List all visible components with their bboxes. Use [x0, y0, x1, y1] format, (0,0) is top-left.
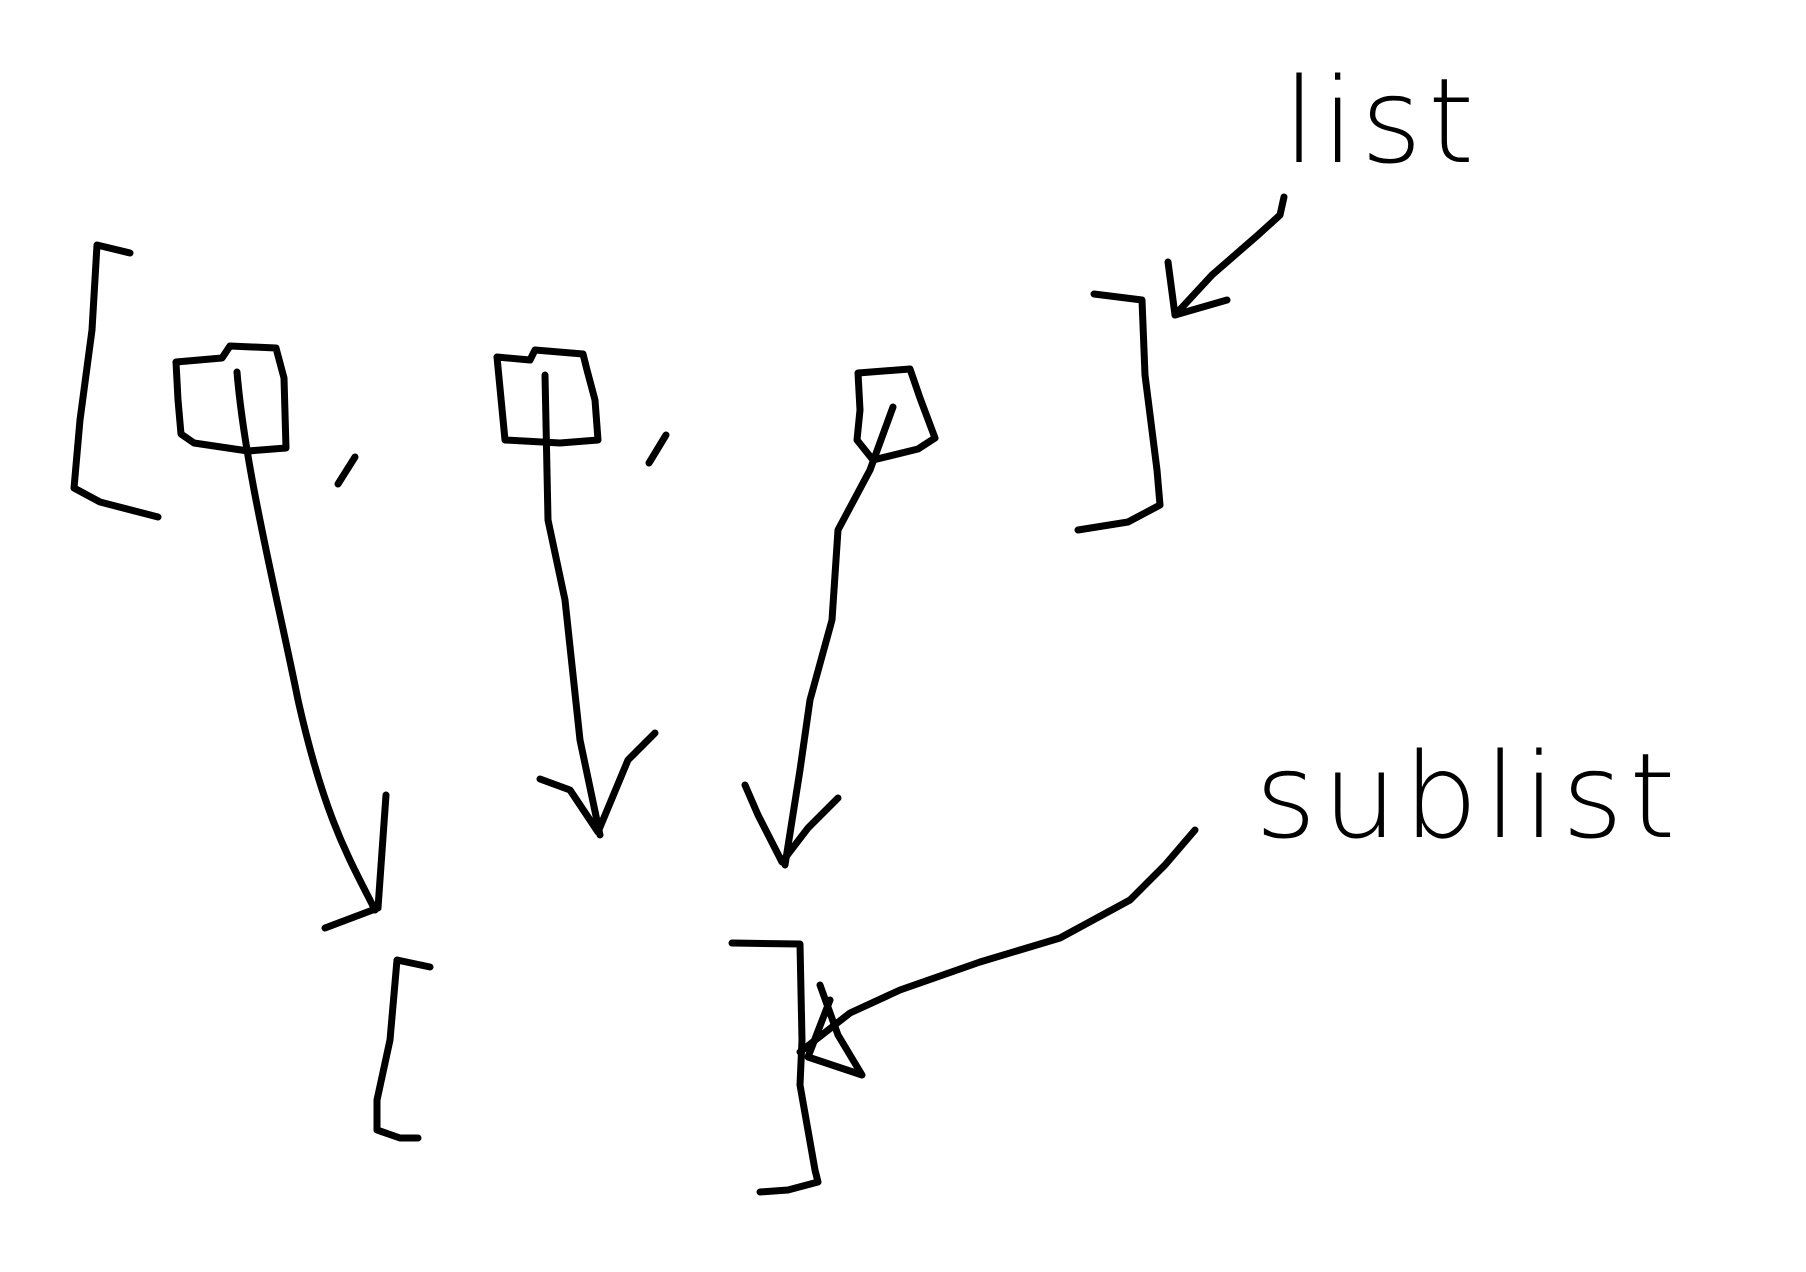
outer-list	[70, 241, 1164, 534]
label-sublist-arrowhead	[804, 981, 866, 1079]
label-sublist-arrow	[796, 826, 1199, 1056]
arrow-shaft-3	[781, 403, 897, 869]
outer-list-close-bracket	[1074, 290, 1164, 534]
outer-list-open-bracket	[70, 241, 162, 521]
element-box-3	[853, 365, 939, 464]
label-list: list	[1164, 52, 1480, 319]
arrow-head-1	[321, 791, 390, 932]
element-box-1	[172, 342, 290, 455]
label-list-arrowhead	[1164, 258, 1231, 319]
sublist	[373, 939, 822, 1196]
label-list-text: list	[1283, 52, 1480, 190]
comma-2	[645, 431, 670, 467]
mapping-arrows	[233, 368, 897, 932]
element-box-2	[493, 346, 602, 447]
arrow-shaft-2	[541, 371, 604, 839]
comma-1	[334, 453, 359, 488]
arrow-head-2	[536, 729, 659, 836]
arrow-head-3	[741, 781, 842, 866]
sublist-close-bracket	[728, 939, 822, 1196]
arrow-shaft-1	[233, 368, 379, 914]
label-sublist: sublist	[796, 727, 1681, 1079]
label-list-arrow	[1171, 193, 1288, 319]
sublist-open-bracket	[373, 956, 434, 1142]
label-sublist-text: sublist	[1255, 727, 1681, 865]
